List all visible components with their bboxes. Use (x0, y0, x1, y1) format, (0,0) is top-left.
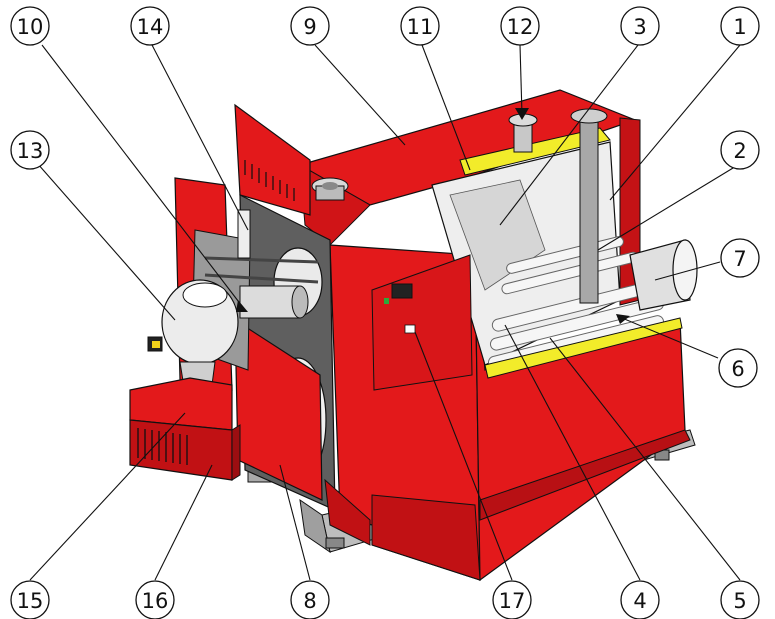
callout-2-label: 2 (733, 139, 746, 163)
callout-13-label: 13 (17, 139, 44, 163)
callout-10-label: 10 (17, 15, 44, 39)
callout-10: 10 (10, 6, 50, 46)
boiler-door (174, 103, 371, 546)
arrow-6 (616, 314, 630, 324)
callout-17: 17 (492, 580, 532, 619)
leader-13 (29, 154, 176, 321)
callout-12-label: 12 (507, 15, 534, 39)
callout-8: 8 (290, 580, 330, 619)
leader-14 (151, 44, 249, 231)
callout-2: 2 (720, 130, 760, 170)
callout-7-label: 7 (733, 247, 746, 271)
callout-4: 4 (620, 580, 660, 619)
arrow-10 (236, 300, 248, 312)
callout-12: 12 (500, 6, 540, 46)
callout-9: 9 (290, 6, 330, 46)
leader-12 (519, 44, 523, 116)
leader-9 (314, 44, 406, 146)
leader-1 (609, 44, 741, 201)
callout-11-label: 11 (407, 15, 434, 39)
top-ports (311, 177, 349, 201)
leader-4 (504, 324, 641, 581)
callouts: 1 2 3 4 5 6 7 8 9 10 11 12 13 14 15 16 1… (10, 6, 760, 619)
leader-6 (621, 317, 719, 359)
leader-16 (154, 464, 213, 581)
callout-15: 15 (10, 580, 50, 619)
leader-5 (549, 337, 741, 581)
callout-17-label: 17 (499, 589, 526, 613)
callout-4-label: 4 (633, 589, 646, 613)
callout-9-label: 9 (303, 15, 316, 39)
hopper-box (129, 377, 241, 481)
callout-11: 11 (400, 6, 440, 46)
arrow-12 (515, 108, 529, 120)
callout-14: 14 (130, 6, 170, 46)
callout-3-label: 3 (633, 15, 646, 39)
leader-11 (421, 44, 471, 171)
callout-13: 13 (10, 130, 50, 170)
leader-10 (41, 44, 246, 311)
callout-6: 6 (718, 348, 758, 388)
callout-1-label: 1 (733, 15, 746, 39)
control-panel (371, 254, 473, 391)
callout-5: 5 (720, 580, 760, 619)
callout-6-label: 6 (731, 357, 744, 381)
cutaway-interior (431, 108, 698, 379)
leader-7 (654, 261, 721, 281)
callout-15-label: 15 (17, 589, 44, 613)
callout-7: 7 (720, 238, 760, 278)
callout-1: 1 (720, 6, 760, 46)
callout-3: 3 (620, 6, 660, 46)
leader-2 (597, 164, 739, 251)
callout-8-label: 8 (303, 589, 316, 613)
callout-5-label: 5 (733, 589, 746, 613)
callout-16: 16 (135, 580, 175, 619)
callout-14-label: 14 (137, 15, 164, 39)
leader-15 (29, 412, 186, 581)
leader-lines (29, 44, 741, 581)
leader-3 (499, 44, 639, 226)
callout-16-label: 16 (142, 589, 169, 613)
leader-8 (279, 464, 311, 581)
leader-17 (414, 331, 513, 581)
